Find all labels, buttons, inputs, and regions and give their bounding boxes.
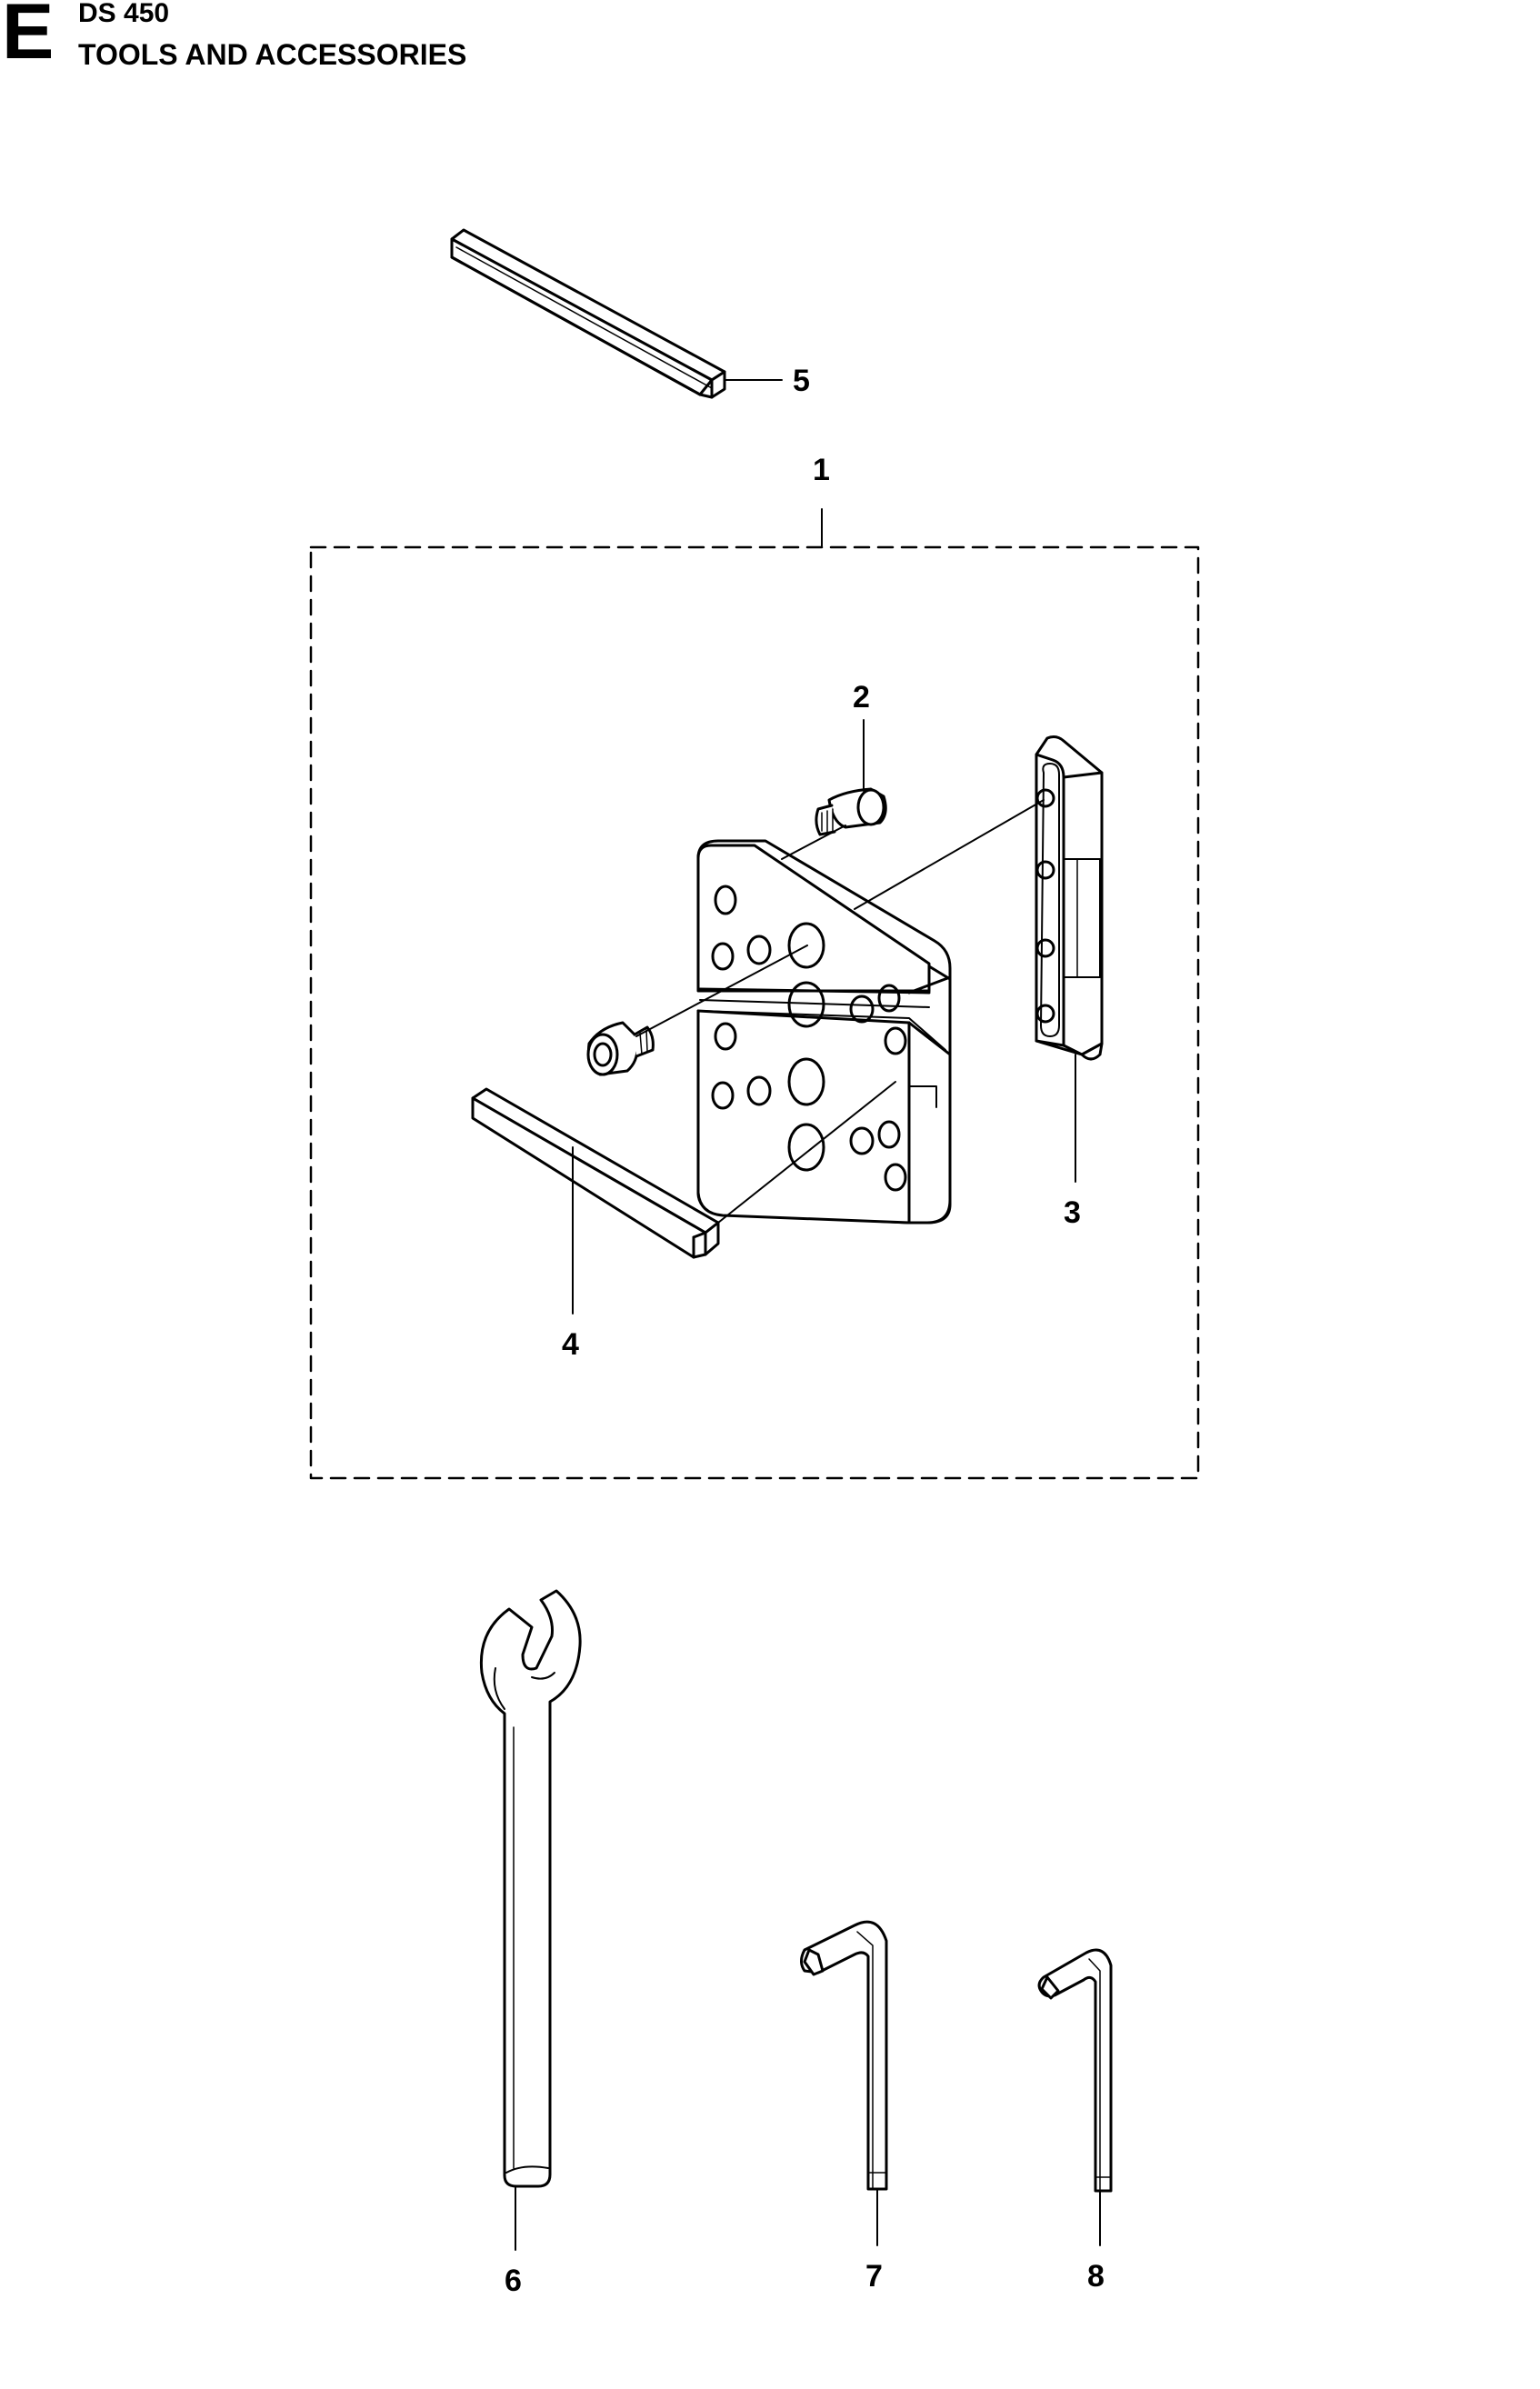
kit-1-frame bbox=[309, 545, 1200, 1480]
section-letter: E bbox=[2, 0, 55, 75]
assembly-guide-lines bbox=[635, 799, 1045, 1224]
part-6-wrench bbox=[479, 1589, 582, 2188]
callout-4: 4 bbox=[562, 1327, 579, 1362]
clamp-plate bbox=[696, 839, 952, 1224]
callout-7: 7 bbox=[865, 2259, 883, 2294]
callout-1: 1 bbox=[813, 453, 830, 487]
part-8-hex-key bbox=[1037, 1948, 1113, 2193]
callout-2: 2 bbox=[853, 680, 870, 715]
part-5-key-bar bbox=[450, 228, 726, 399]
page-title: TOOLS AND ACCESSORIES bbox=[78, 38, 467, 71]
model-title: DS 450 bbox=[78, 0, 170, 28]
lower-screw bbox=[586, 1021, 655, 1076]
part-4-key-bar bbox=[471, 1087, 720, 1259]
callout-3: 3 bbox=[1064, 1195, 1081, 1230]
part-3-jaw-strip bbox=[1035, 735, 1104, 1061]
part-2-screw bbox=[815, 787, 887, 836]
part-7-hex-key bbox=[800, 1920, 888, 2191]
callout-6: 6 bbox=[505, 2264, 522, 2298]
callout-8: 8 bbox=[1087, 2259, 1105, 2294]
callout-5: 5 bbox=[793, 364, 810, 398]
